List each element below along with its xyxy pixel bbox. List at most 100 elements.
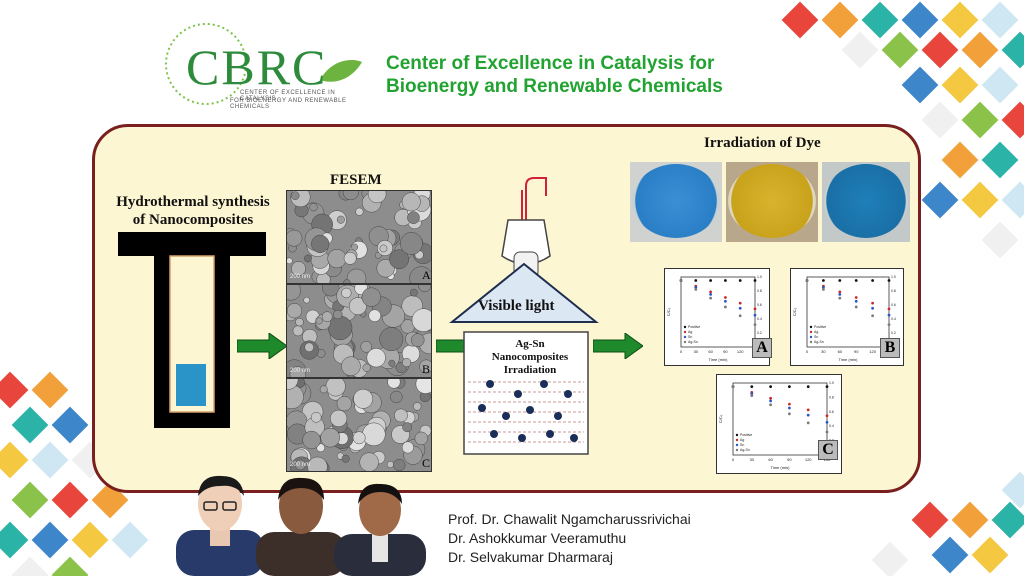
hydrothermal-title-line-1: Hydrothermal synthesis xyxy=(116,194,270,210)
legend-marker xyxy=(809,325,813,329)
tiles-bottom-right xyxy=(871,471,1024,576)
plot-point xyxy=(806,421,810,425)
legend-marker xyxy=(809,340,813,344)
legend-marker xyxy=(735,448,739,452)
logo-subtitle-1: CENTER OF EXCELLENCE IN CATALYSIS xyxy=(240,90,336,102)
tile xyxy=(911,501,949,539)
plot-xtick: 30 xyxy=(694,349,699,354)
tile xyxy=(941,1,979,39)
fesem-stack: A 200 nm B 200 nm C 200 nm xyxy=(286,190,432,472)
plot-ytick: 1.0 xyxy=(891,275,896,279)
plot-point xyxy=(871,279,874,282)
plot-point xyxy=(769,403,772,407)
grain xyxy=(287,285,301,301)
grain xyxy=(348,297,367,316)
grain xyxy=(419,359,431,374)
grain xyxy=(319,385,328,394)
plot-xtick: 0 xyxy=(680,349,683,354)
grain xyxy=(360,341,373,353)
plot-point xyxy=(806,408,810,412)
plot-point xyxy=(709,292,712,296)
tile xyxy=(921,31,959,69)
grain xyxy=(287,379,299,390)
grain xyxy=(343,251,357,265)
tile xyxy=(941,66,979,104)
grain xyxy=(341,287,352,299)
grain xyxy=(343,279,351,283)
grain xyxy=(400,232,423,255)
tile xyxy=(921,181,959,219)
fesem-scale-b: 200 nm xyxy=(290,368,311,374)
tile xyxy=(0,441,29,479)
grain xyxy=(325,379,346,397)
grain xyxy=(367,191,387,204)
hydrothermal-title-line-2: of Nanocomposites xyxy=(132,212,254,228)
tile xyxy=(941,141,979,179)
fesem-texture-a xyxy=(287,191,431,283)
plot-point xyxy=(753,323,757,326)
grain xyxy=(292,325,304,337)
grain xyxy=(287,303,303,319)
grain xyxy=(386,460,394,469)
legend-label: Positive xyxy=(740,433,752,437)
tile xyxy=(981,141,1019,179)
plot-ytick: 0.4 xyxy=(829,424,834,428)
grain xyxy=(333,309,343,320)
grain xyxy=(388,359,396,367)
plot-ytick: 0.6 xyxy=(757,303,762,307)
tile xyxy=(51,481,89,519)
plot-xtick: 0 xyxy=(732,457,735,462)
legend-marker xyxy=(735,433,739,437)
plot-ytick: 0.2 xyxy=(891,331,896,335)
grain xyxy=(409,266,431,283)
nanoparticles xyxy=(478,380,578,442)
grain xyxy=(322,285,340,297)
grain xyxy=(366,348,386,368)
plot-point xyxy=(753,313,757,317)
plot-point xyxy=(709,279,712,282)
legend-marker xyxy=(683,330,687,334)
plot-point xyxy=(769,396,772,400)
beaker-label: Ag-Sn Nanocomposites Irradiation xyxy=(464,338,596,377)
tile xyxy=(1001,181,1024,219)
plot-xtick: 120 xyxy=(737,349,744,354)
grain xyxy=(368,309,381,322)
grain xyxy=(341,454,350,463)
plot-point xyxy=(750,394,754,398)
fesem-image-c xyxy=(286,378,432,472)
grain xyxy=(413,402,422,411)
fesem-label-b: B xyxy=(422,362,431,376)
credit-name-2: Dr. Ashokkumar Veeramuthu xyxy=(448,530,627,546)
dish-blue xyxy=(632,164,720,238)
plot-point xyxy=(724,299,727,303)
grain xyxy=(295,459,306,471)
grain xyxy=(390,390,403,404)
grain xyxy=(307,456,328,471)
logo-subtitle-2: FOR BIOENERGY AND RENEWABLE CHEMICALS xyxy=(230,98,347,110)
fesem-texture-b xyxy=(287,285,431,377)
grain xyxy=(291,261,306,277)
person-2-avatar xyxy=(256,477,346,576)
plot-point xyxy=(769,385,772,388)
grain xyxy=(361,287,381,307)
dish-yellow xyxy=(728,164,816,238)
grain xyxy=(353,388,373,409)
tile xyxy=(981,1,1019,39)
center-title-line-2: Bioenergy and Renewable Chemicals xyxy=(386,76,723,97)
plot-point xyxy=(738,314,742,318)
plot-point xyxy=(694,279,698,282)
plot-point xyxy=(709,296,712,300)
plot-point xyxy=(750,385,754,388)
grain xyxy=(355,207,364,216)
grain xyxy=(304,342,314,353)
legend-label: Ag xyxy=(688,330,692,334)
plot-label-b: B xyxy=(880,338,900,358)
plot-a-svg: 0306090120150Time (min)C/C₀0.20.40.60.81… xyxy=(666,275,762,362)
tiles-top-right xyxy=(781,1,1024,259)
lamp-cord xyxy=(525,177,547,220)
grain xyxy=(336,215,345,224)
legend-marker xyxy=(683,340,687,344)
plot-point xyxy=(694,287,698,291)
tiles-bottom-left xyxy=(0,371,149,576)
plot-point xyxy=(788,402,791,406)
